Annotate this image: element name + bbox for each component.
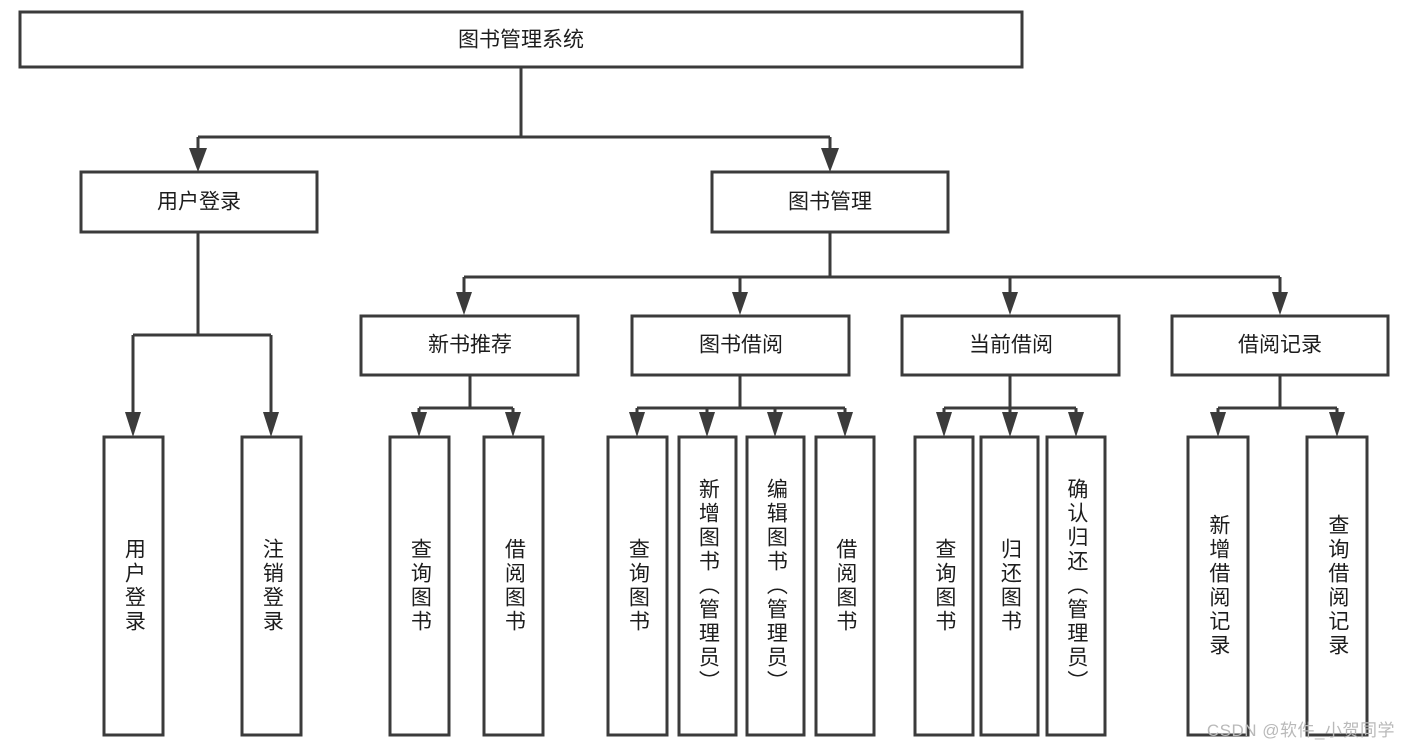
leaf-box-logout[interactable] [240, 435, 303, 737]
node-book-borrow[interactable]: 图书借阅 [630, 314, 851, 377]
connector-group-borrowrecord [1210, 375, 1345, 437]
node-user-login-box[interactable] [79, 170, 319, 234]
arrow-head-newbook-leaf-1 [411, 412, 427, 437]
arrow-head-logout-leaf [263, 412, 279, 437]
node-current-borrow-box[interactable] [900, 314, 1121, 377]
arrow-head-book-borrow [732, 292, 748, 315]
connector-group-userlogin [125, 232, 279, 437]
leaf-box-cb-confirm-return[interactable] [1045, 435, 1107, 737]
node-current-borrow-label: 当前借阅 [969, 334, 1053, 357]
leaf-box-bb-query-book[interactable] [606, 435, 669, 737]
arrow-head-newbook-leaf-2 [505, 412, 521, 437]
leaf-box-bb-edit-book[interactable] [745, 435, 806, 737]
node-book-management[interactable]: 图书管理 [710, 170, 950, 234]
arrow-head-borrowrecord-leaf-2 [1329, 412, 1345, 437]
leaf-box-user-login[interactable] [102, 435, 165, 737]
arrow-head-bookborrow-leaf-1 [629, 412, 645, 437]
node-user-login-label: 用户登录 [157, 191, 241, 214]
node-book-management-label: 图书管理 [788, 191, 872, 214]
arrow-head-currentborrow-leaf-3 [1068, 412, 1084, 437]
arrow-head-new-book [456, 292, 472, 315]
node-book-borrow-box[interactable] [630, 314, 851, 377]
leaf-box-bb-add-book[interactable] [677, 435, 738, 737]
node-book-management-box[interactable] [710, 170, 950, 234]
arrow-head-bookborrow-leaf-4 [837, 412, 853, 437]
node-root[interactable]: 图书管理系统 [18, 10, 1024, 69]
arrow-head-bookborrow-leaf-2 [699, 412, 715, 437]
node-user-login[interactable]: 用户登录 [79, 170, 319, 234]
node-borrow-record-box[interactable] [1170, 314, 1390, 377]
leaf-box-bb-borrow-book[interactable] [814, 435, 876, 737]
arrow-head-currentborrow-leaf-2 [1002, 412, 1018, 437]
leaf-box-cb-query-book[interactable] [913, 435, 975, 737]
arrow-head-current-borrow [1002, 292, 1018, 315]
node-book-borrow-label: 图书借阅 [699, 334, 783, 357]
arrow-head-bookborrow-leaf-3 [767, 412, 783, 437]
arrow-head-currentborrow-leaf-1 [936, 412, 952, 437]
leaf-box-br-query-record[interactable] [1305, 435, 1369, 737]
arrow-head-borrowrecord-leaf-1 [1210, 412, 1226, 437]
connector-group-bookborrow [629, 375, 853, 437]
connector-group-currentborrow [936, 375, 1084, 437]
node-borrow-record-label: 借阅记录 [1238, 334, 1322, 357]
connector-group-root [189, 67, 839, 172]
leaf-box-nb-query-book[interactable] [388, 435, 451, 737]
node-borrow-record[interactable]: 借阅记录 [1170, 314, 1390, 377]
node-new-book-recommend-box[interactable] [359, 314, 580, 377]
node-root-label: 图书管理系统 [458, 29, 584, 52]
arrow-head-borrow-record [1272, 292, 1288, 315]
arrow-head-userlogin [189, 148, 207, 172]
leaf-box-cb-return-book[interactable] [979, 435, 1040, 737]
node-new-book-recommend-label: 新书推荐 [428, 334, 512, 357]
watermark-text: CSDN @软件_小贺同学 [1206, 721, 1395, 740]
connector-group-bookmgmt [456, 232, 1288, 315]
arrow-head-bookmgmt [821, 148, 839, 172]
leaf-box-br-add-record[interactable] [1186, 435, 1250, 737]
leaf-boxes [102, 435, 1369, 737]
node-root-box[interactable] [18, 10, 1024, 69]
connector-group-newbook [411, 375, 521, 437]
arrow-head-user-login-leaf [125, 412, 141, 437]
node-current-borrow[interactable]: 当前借阅 [900, 314, 1121, 377]
leaf-box-nb-borrow-book[interactable] [482, 435, 545, 737]
node-new-book-recommend[interactable]: 新书推荐 [359, 314, 580, 377]
